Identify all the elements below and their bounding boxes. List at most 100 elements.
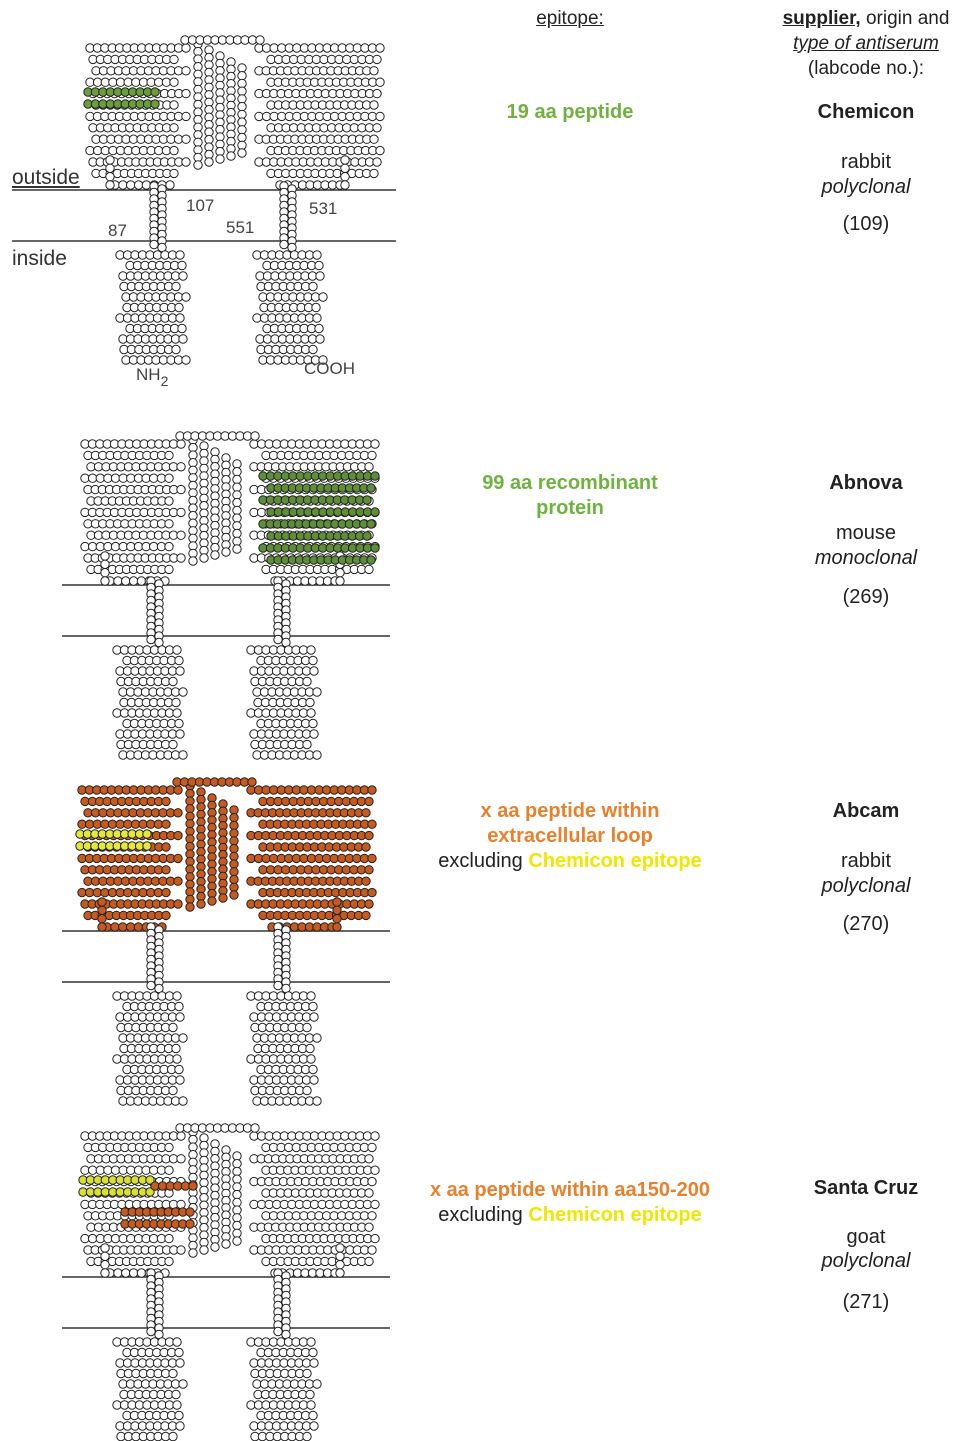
loop-bead <box>177 508 185 516</box>
loop-bead <box>88 542 96 550</box>
cytoplasmic-coil-bead <box>310 1422 318 1430</box>
row2-supplier: Abnova <box>760 471 968 496</box>
loop-bead <box>165 542 173 550</box>
row3-exclusion-prefix: excluding <box>438 850 528 872</box>
loop-bead <box>197 900 205 908</box>
row4-epitope-exclusion: excluding Chemicon epitope <box>410 1203 730 1228</box>
loop-bead <box>127 181 135 189</box>
loop-bead <box>371 1200 379 1208</box>
loop-bead <box>189 557 197 565</box>
loop-bead <box>233 537 241 545</box>
loop-bead <box>165 565 173 573</box>
loop-bead <box>88 1166 96 1174</box>
loop-bead <box>111 474 119 482</box>
row1-origin: rabbit <box>760 150 968 175</box>
cytoplasmic-coil-bead <box>172 1044 180 1052</box>
loop-bead <box>111 1234 119 1242</box>
row4-type: polyclonal <box>760 1249 968 1274</box>
epitope-bead <box>143 842 151 850</box>
outside-label: outside <box>12 166 80 190</box>
loop-bead <box>106 156 114 164</box>
cytoplasmic-coil-bead <box>175 719 183 727</box>
row4-labcode: (271) <box>760 1290 968 1315</box>
row2-epitope-line1: 99 aa recombinant <box>420 471 720 496</box>
loop-bead <box>98 906 106 914</box>
epitope-bead <box>151 100 159 108</box>
cytoplasmic-coil-bead <box>309 1348 317 1356</box>
row1-type: polyclonal <box>760 175 968 200</box>
loop-bead <box>371 1234 379 1242</box>
loop-bead <box>238 118 246 126</box>
loop-bead <box>376 78 384 86</box>
cytoplasmic-coil-bead <box>172 698 180 706</box>
loop-bead <box>230 868 238 876</box>
loop-bead <box>233 1175 241 1183</box>
loop-bead <box>155 146 163 154</box>
row4-origin: goat <box>760 1225 968 1250</box>
loop-bead <box>230 860 238 868</box>
topology-panel-4 <box>62 1124 390 1441</box>
cytoplasmic-coil-bead <box>169 740 177 748</box>
cytoplasmic-coil-bead <box>307 992 315 1000</box>
epitope-bead <box>363 496 371 504</box>
loop-bead <box>122 577 130 585</box>
cytoplasmic-coil-bead <box>306 698 314 706</box>
loop-bead <box>186 903 194 911</box>
epitope-bead <box>186 1220 194 1228</box>
loop-bead <box>233 491 241 499</box>
cytoplasmic-coil-bead <box>179 751 187 759</box>
cytoplasmic-coil-bead <box>309 345 317 353</box>
loop-bead <box>101 560 109 568</box>
loop-bead <box>174 900 182 908</box>
cytoplasmic-coil-bead <box>309 1411 317 1419</box>
cytoplasmic-coil-bead <box>313 688 321 696</box>
loop-bead <box>108 888 116 896</box>
loop-bead <box>101 577 109 585</box>
cytoplasmic-coil-bead <box>182 293 190 301</box>
loop-bead <box>238 64 246 72</box>
loop-bead <box>170 78 178 86</box>
row4-supplier: Santa Cruz <box>760 1176 968 1201</box>
loop-bead <box>238 126 246 134</box>
cytoplasmic-coil-bead <box>182 356 190 364</box>
loop-bead <box>336 569 344 577</box>
loop-bead <box>333 898 341 906</box>
loop-bead <box>341 181 349 189</box>
residue-107-label: 107 <box>186 196 214 216</box>
loop-bead <box>216 155 224 163</box>
loop-bead <box>368 1177 376 1185</box>
loop-bead <box>182 44 190 52</box>
cytoplasmic-coil-bead <box>309 719 317 727</box>
loop-bead <box>182 135 190 143</box>
epitope-bead <box>371 508 379 516</box>
loop-bead <box>238 79 246 87</box>
loop-bead <box>170 124 178 132</box>
loop-bead <box>365 1257 373 1265</box>
cytoplasmic-coil-bead <box>313 1034 321 1042</box>
loop-bead <box>165 1234 173 1242</box>
cytoplasmic-coil-bead <box>175 303 183 311</box>
loop-bead <box>101 569 109 577</box>
loop-bead <box>116 146 124 154</box>
cytoplasmic-coil-bead <box>173 1338 181 1346</box>
loop-bead <box>368 1212 376 1220</box>
cytoplasmic-coil-bead <box>179 335 187 343</box>
loop-bead <box>233 1229 241 1237</box>
loop-bead <box>162 866 170 874</box>
loop-bead <box>155 78 163 86</box>
cytoplasmic-coil-bead <box>303 1086 311 1094</box>
cytoplasmic-coil-bead <box>178 261 186 269</box>
loop-bead <box>238 102 246 110</box>
loop-bead <box>233 475 241 483</box>
loop-bead <box>230 891 238 899</box>
cytoplasmic-coil-bead <box>313 251 321 259</box>
loop-bead <box>333 915 341 923</box>
loop-bead <box>365 797 373 805</box>
loop-bead <box>233 1167 241 1175</box>
loop-bead <box>365 1155 373 1163</box>
loop-bead <box>365 1189 373 1197</box>
loop-bead <box>93 78 101 86</box>
cytoplasmic-coil-bead <box>173 646 181 654</box>
loop-bead <box>233 1183 241 1191</box>
loop-bead <box>174 854 182 862</box>
